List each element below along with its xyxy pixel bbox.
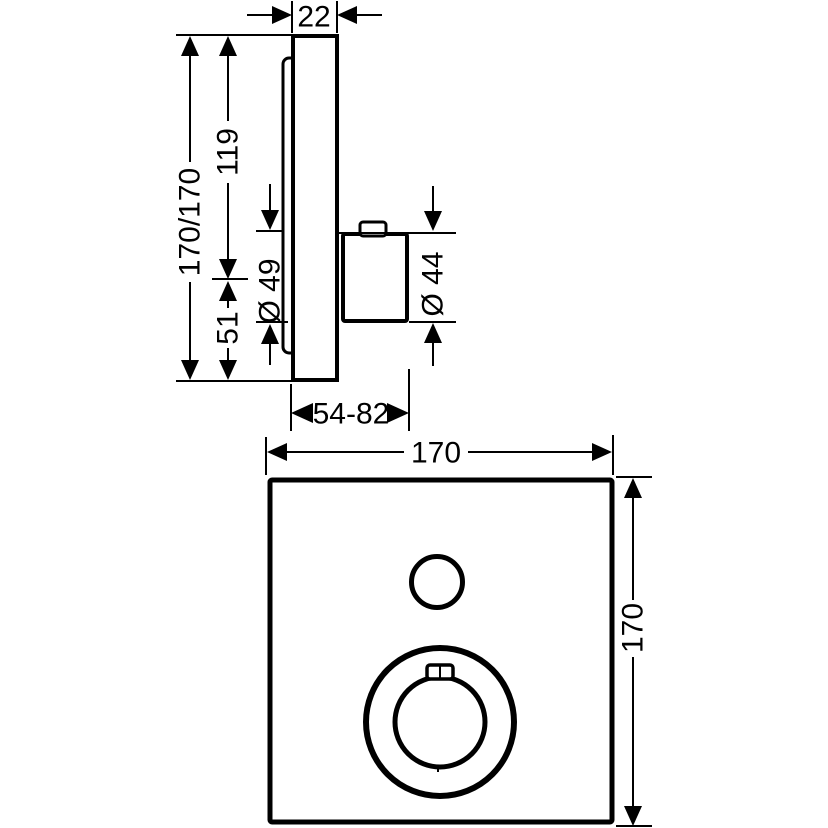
arrowhead-left-icon	[337, 6, 357, 24]
dim-plate-depth: 22	[247, 1, 382, 34]
dim-label-plate-depth: 22	[297, 1, 330, 34]
dim-label-handle-diameter: Ø 44	[417, 251, 450, 316]
arrowhead-up-icon	[219, 36, 237, 56]
dim-label-upper-height: 119	[212, 128, 245, 176]
arrowhead-up-icon	[261, 324, 279, 344]
arrowhead-up-icon	[219, 281, 237, 301]
dim-sleeve-diameter: Ø 49	[254, 184, 287, 365]
arrowhead-down-icon	[181, 360, 199, 380]
dim-label-plate-height: 170	[617, 603, 650, 653]
dim-label-lower-height: 51	[212, 311, 245, 344]
dim-install-depth: 54-82	[291, 398, 409, 431]
arrowhead-down-icon	[624, 806, 642, 826]
handle-inner-circle	[392, 674, 488, 770]
arrowhead-right-icon	[272, 6, 292, 24]
front-view: 170 170	[265, 435, 652, 827]
dim-upper-height: 119	[212, 36, 245, 279]
shutoff-button-circle	[409, 554, 465, 610]
arrowhead-down-icon	[261, 210, 279, 230]
dim-label-install-depth: 54-82	[313, 398, 390, 431]
dim-plate-height: 170	[617, 478, 650, 826]
dim-handle-diameter: Ø 44	[417, 186, 450, 366]
arrowhead-down-icon	[219, 360, 237, 380]
arrowhead-up-icon	[624, 478, 642, 498]
arrowhead-left-icon	[267, 443, 287, 461]
arrowhead-right-icon	[592, 443, 612, 461]
dim-total-height: 170/170	[174, 36, 207, 380]
arrowhead-up-icon	[181, 36, 199, 56]
dim-label-total-height: 170/170	[174, 168, 207, 276]
dim-label-plate-width: 170	[411, 437, 461, 470]
dim-plate-width: 170	[267, 437, 612, 470]
arrowhead-left-icon	[291, 403, 313, 423]
dim-label-sleeve-diameter: Ø 49	[254, 258, 287, 323]
arrowhead-right-icon	[387, 403, 409, 423]
dim-lower-height: 51	[212, 281, 245, 380]
arrowhead-down-icon	[424, 211, 442, 231]
arrowhead-down-icon	[219, 259, 237, 279]
arrowhead-up-icon	[424, 323, 442, 343]
handle-side-outline	[341, 232, 409, 323]
side-view: 22 170/170 119 51	[174, 1, 456, 431]
faceplate-side-outline	[291, 34, 339, 382]
